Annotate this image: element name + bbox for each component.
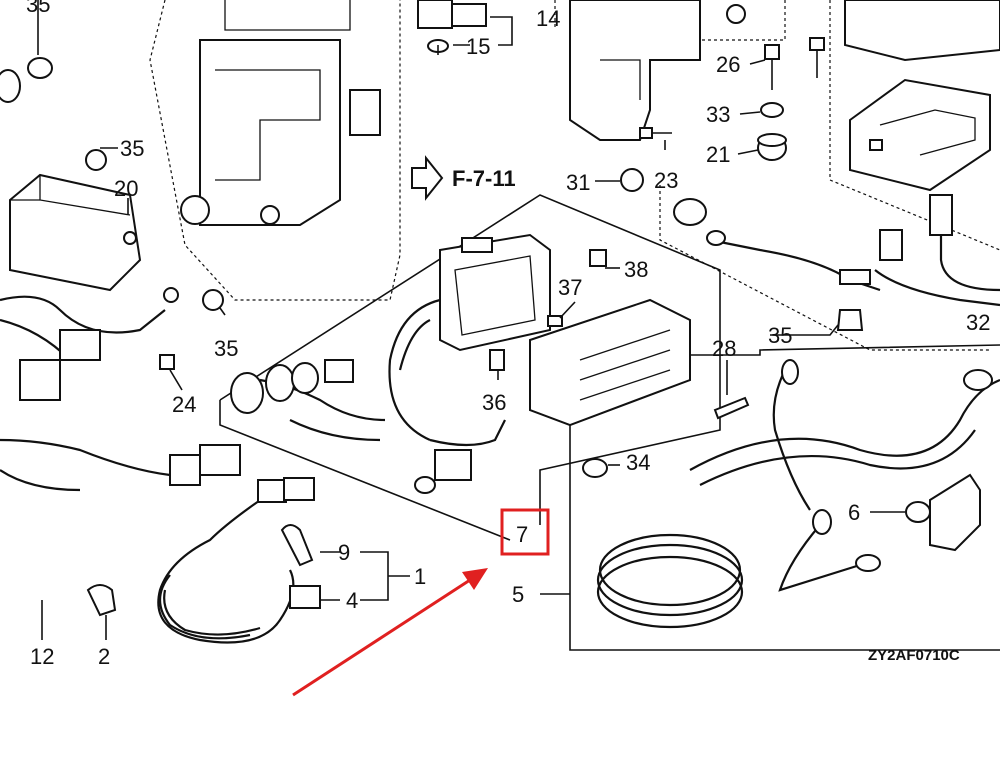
callout-1: 1 [414,564,426,589]
callout-31: 31 [566,170,590,195]
reference-label: F-7-11 [452,166,516,191]
callout-numbers: 35 15 14 26 33 21 31 23 35 20 35 24 38 3… [26,0,990,669]
wire-harness-right [673,194,1000,331]
callout-38: 38 [624,257,648,282]
battery-cable [596,359,1000,629]
callout-35-a: 35 [120,136,144,161]
callout-23: 23 [654,168,678,193]
highlighted-callout: 7 [292,508,550,697]
callout-33: 33 [706,102,730,127]
mounting-bracket [180,0,381,226]
callout-6: 6 [848,500,860,525]
right-bracket [569,0,746,141]
callout-7: 7 [516,522,528,547]
callout-37: 37 [558,275,582,300]
drawing-code: ZY2AF0710C [868,647,960,664]
highlight-arrow-line [292,578,471,697]
callout-5: 5 [512,582,524,607]
harness-assembly [86,477,321,644]
left-wiring [0,295,241,492]
callout-15: 15 [466,34,490,59]
terminal-block [844,0,1000,192]
callout-4: 4 [346,588,358,613]
callout-20: 20 [114,176,138,201]
callout-32: 32 [966,310,990,335]
callout-26: 26 [716,52,740,77]
reference-arrow: F-7-11 [411,155,516,201]
callout-28: 28 [712,336,736,361]
group-boundaries [219,194,1000,651]
callout-36: 36 [482,390,506,415]
callout-9: 9 [338,540,350,565]
control-module [0,57,224,370]
highlight-arrow-head [462,568,488,590]
callout-34: 34 [626,450,650,475]
leader-lines [37,0,905,640]
callout-24: 24 [172,392,196,417]
callout-2: 2 [98,644,110,669]
callout-35-b: 35 [214,336,238,361]
main-harness [230,233,691,494]
highlight-box [500,508,550,556]
callout-35-c: 35 [768,323,792,348]
fasteners-stack [620,37,825,192]
callout-21: 21 [706,142,730,167]
callout-12: 12 [30,644,54,669]
callout-35-top: 35 [26,0,50,17]
callout-14: 14 [536,6,560,31]
